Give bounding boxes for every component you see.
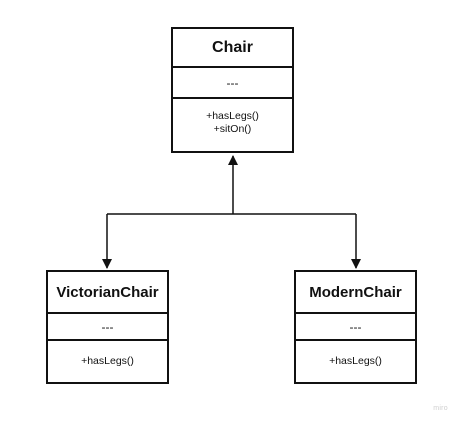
method: +sitOn() <box>213 123 252 135</box>
class-methods: +hasLegs() <box>296 341 415 368</box>
victorian-chair-class-box[interactable]: VictorianChair --- +hasLegs() <box>46 270 169 384</box>
class-name: VictorianChair <box>48 272 167 314</box>
miro-watermark: miro <box>433 405 448 412</box>
class-name: Chair <box>173 29 292 68</box>
class-attributes: --- <box>48 314 167 341</box>
class-attributes: --- <box>296 314 415 341</box>
method: +hasLegs() <box>206 110 259 122</box>
class-name: ModernChair <box>296 272 415 314</box>
class-methods: +hasLegs() <box>48 341 167 368</box>
class-attributes: --- <box>173 68 292 99</box>
method: +hasLegs() <box>329 355 382 367</box>
method: +hasLegs() <box>81 355 134 367</box>
chair-class-box[interactable]: Chair --- +hasLegs() +sitOn() <box>171 27 294 153</box>
modern-chair-class-box[interactable]: ModernChair --- +hasLegs() <box>294 270 417 384</box>
class-methods: +hasLegs() +sitOn() <box>173 99 292 136</box>
